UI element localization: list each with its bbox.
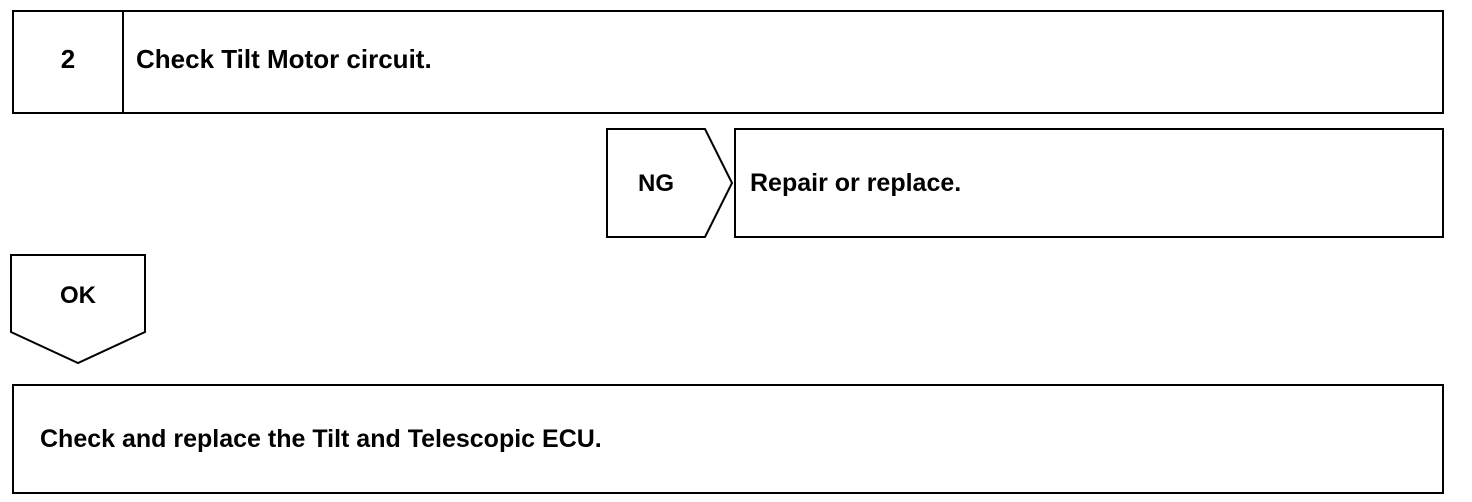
ng-arrow-tag (606, 128, 734, 238)
ng-action-box (734, 128, 1444, 238)
step-number-divider (122, 10, 124, 114)
ng-label: NG (638, 170, 674, 197)
ok-arrow-tag (10, 254, 146, 365)
final-step-text: Check and replace the Tilt and Telescopi… (40, 425, 602, 453)
step-title: Check Tilt Motor circuit. (136, 44, 432, 74)
final-step-box (12, 384, 1444, 494)
step-box (12, 10, 1444, 114)
ng-action-text: Repair or replace. (750, 169, 962, 197)
step-number: 2 (60, 44, 76, 74)
ok-label: OK (60, 282, 96, 309)
